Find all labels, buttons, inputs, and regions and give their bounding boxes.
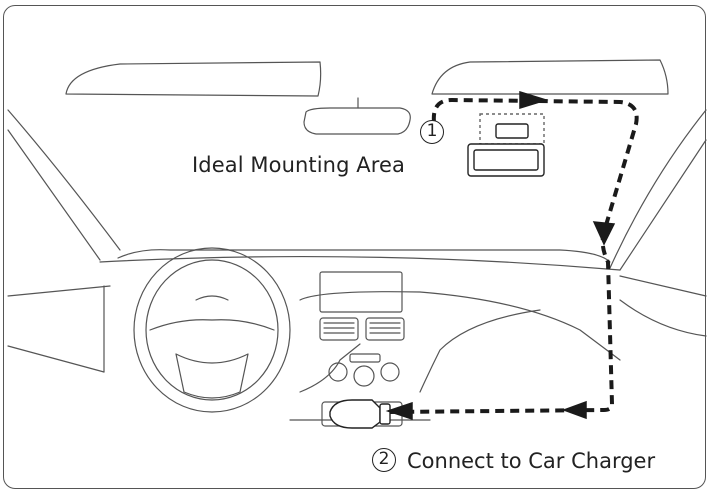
dash-cam-icon <box>467 113 545 177</box>
arrow-down-pillar <box>592 221 616 246</box>
rearview-mirror <box>303 107 411 135</box>
car-charger-icon <box>329 399 391 429</box>
right-sun-visor <box>431 59 669 95</box>
air-vents <box>319 317 405 341</box>
dashboard-top <box>117 249 611 263</box>
arrow-right-top <box>519 90 549 110</box>
arrow-left-charger <box>385 401 413 421</box>
left-sun-visor <box>65 61 322 97</box>
ideal-mounting-area-label: Ideal Mounting Area <box>192 153 406 177</box>
left-a-pillar <box>7 109 121 251</box>
center-console <box>299 291 621 361</box>
arrow-left-bottom <box>561 400 587 420</box>
right-a-pillar <box>609 109 707 269</box>
step-1-marker: 1 <box>420 120 444 144</box>
steering-wheel <box>133 247 291 413</box>
step-2-marker: 2 <box>372 448 396 472</box>
infotainment-screen <box>319 271 403 313</box>
connect-car-charger-label: Connect to Car Charger <box>407 449 656 473</box>
route-arrows <box>385 90 616 421</box>
